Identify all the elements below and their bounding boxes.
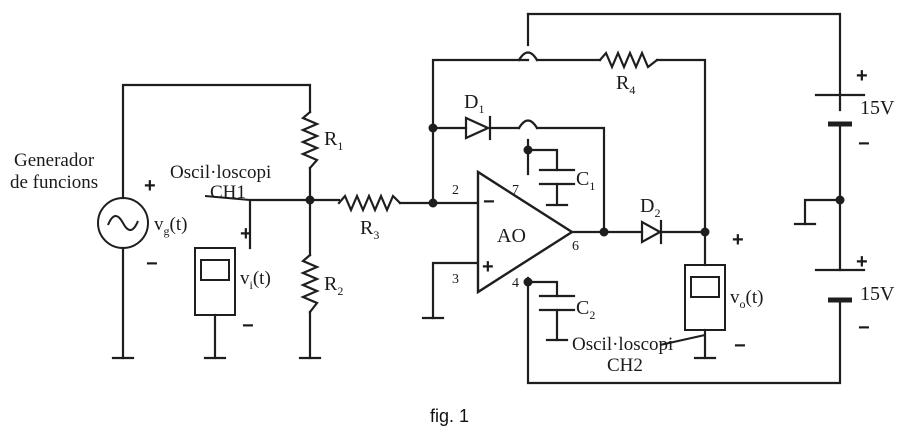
vg-label: vg(t) xyxy=(154,214,187,238)
junction-node-output xyxy=(599,227,609,237)
pin-7-label: 7 xyxy=(512,183,519,198)
battery-top-plus-sign: + xyxy=(856,65,868,87)
junction-dots xyxy=(305,123,845,287)
c2-label: C2 xyxy=(576,297,595,322)
osc1-pointer-line xyxy=(204,195,251,201)
d2-label: D2 xyxy=(640,195,660,220)
vi-label: vi(t) xyxy=(240,268,271,292)
junction-node-d1 xyxy=(428,123,438,133)
junction-node-battery-mid xyxy=(835,195,845,205)
opamp-label: AO xyxy=(497,225,526,247)
diode-d1 xyxy=(464,115,492,141)
resistor-r2 xyxy=(300,253,320,314)
osc2-label-line2: CH2 xyxy=(607,355,643,376)
junction-node-inverting xyxy=(428,198,438,208)
vo-minus-sign: − xyxy=(734,335,746,357)
osc2-label-line1: Oscil·loscopi xyxy=(572,334,673,355)
opamp-noninverting-sign: + xyxy=(482,256,494,278)
generator-plus-sign: + xyxy=(144,175,156,197)
osc1-label-line2: CH1 xyxy=(210,182,246,203)
osc1-label-line1: Oscil·loscopi xyxy=(170,162,271,183)
c1-label: C1 xyxy=(576,168,595,193)
resistor-r4 xyxy=(598,50,659,70)
oscilloscope-ch1-symbol xyxy=(194,247,236,316)
vi-plus-sign: + xyxy=(240,223,252,245)
battery-top-minus-sign: − xyxy=(858,133,870,155)
junction-node-c2 xyxy=(523,277,533,287)
opamp-symbol xyxy=(476,169,575,295)
battery-bottom-plus-sign: + xyxy=(856,251,868,273)
r2-label: R2 xyxy=(324,273,343,298)
battery-bottom-minus-sign: − xyxy=(858,317,870,339)
diode-d2 xyxy=(640,219,663,245)
figure-caption: fig. 1 xyxy=(430,406,469,426)
pin-6-label: 6 xyxy=(572,239,579,254)
vo-plus-sign: + xyxy=(732,229,744,251)
junction-node-r1r2 xyxy=(305,195,315,205)
ground-symbols xyxy=(111,203,817,360)
resistor-r1 xyxy=(300,110,320,170)
generator-minus-sign: − xyxy=(146,253,158,275)
oscilloscope-ch2-symbol xyxy=(684,264,726,331)
function-generator-symbol xyxy=(97,197,149,249)
osc2-pointer-line xyxy=(659,334,706,346)
r1-label: R1 xyxy=(324,128,343,153)
battery-bottom-voltage: 15V xyxy=(860,283,895,305)
generator-label-line2: de funcions xyxy=(10,172,98,193)
r4-label: R4 xyxy=(616,72,635,97)
pin-4-label: 4 xyxy=(512,276,519,291)
vo-label: vo(t) xyxy=(730,287,763,311)
battery-top-voltage: 15V xyxy=(860,97,895,119)
opamp-inverting-sign: − xyxy=(483,191,495,213)
generator-label-line1: Generador xyxy=(14,150,95,171)
resistor-r3 xyxy=(337,193,402,213)
d1-label: D1 xyxy=(464,91,484,116)
junction-node-c1 xyxy=(523,145,533,155)
capacitor-c2 xyxy=(538,294,576,342)
r3-label: R3 xyxy=(360,217,379,242)
battery-bottom xyxy=(814,268,866,303)
capacitor-c1 xyxy=(538,168,576,207)
battery-top xyxy=(814,93,866,127)
pin-2-label: 2 xyxy=(452,183,459,198)
junction-node-vo xyxy=(700,227,710,237)
vi-minus-sign: − xyxy=(242,315,254,337)
pin-3-label: 3 xyxy=(452,272,459,287)
